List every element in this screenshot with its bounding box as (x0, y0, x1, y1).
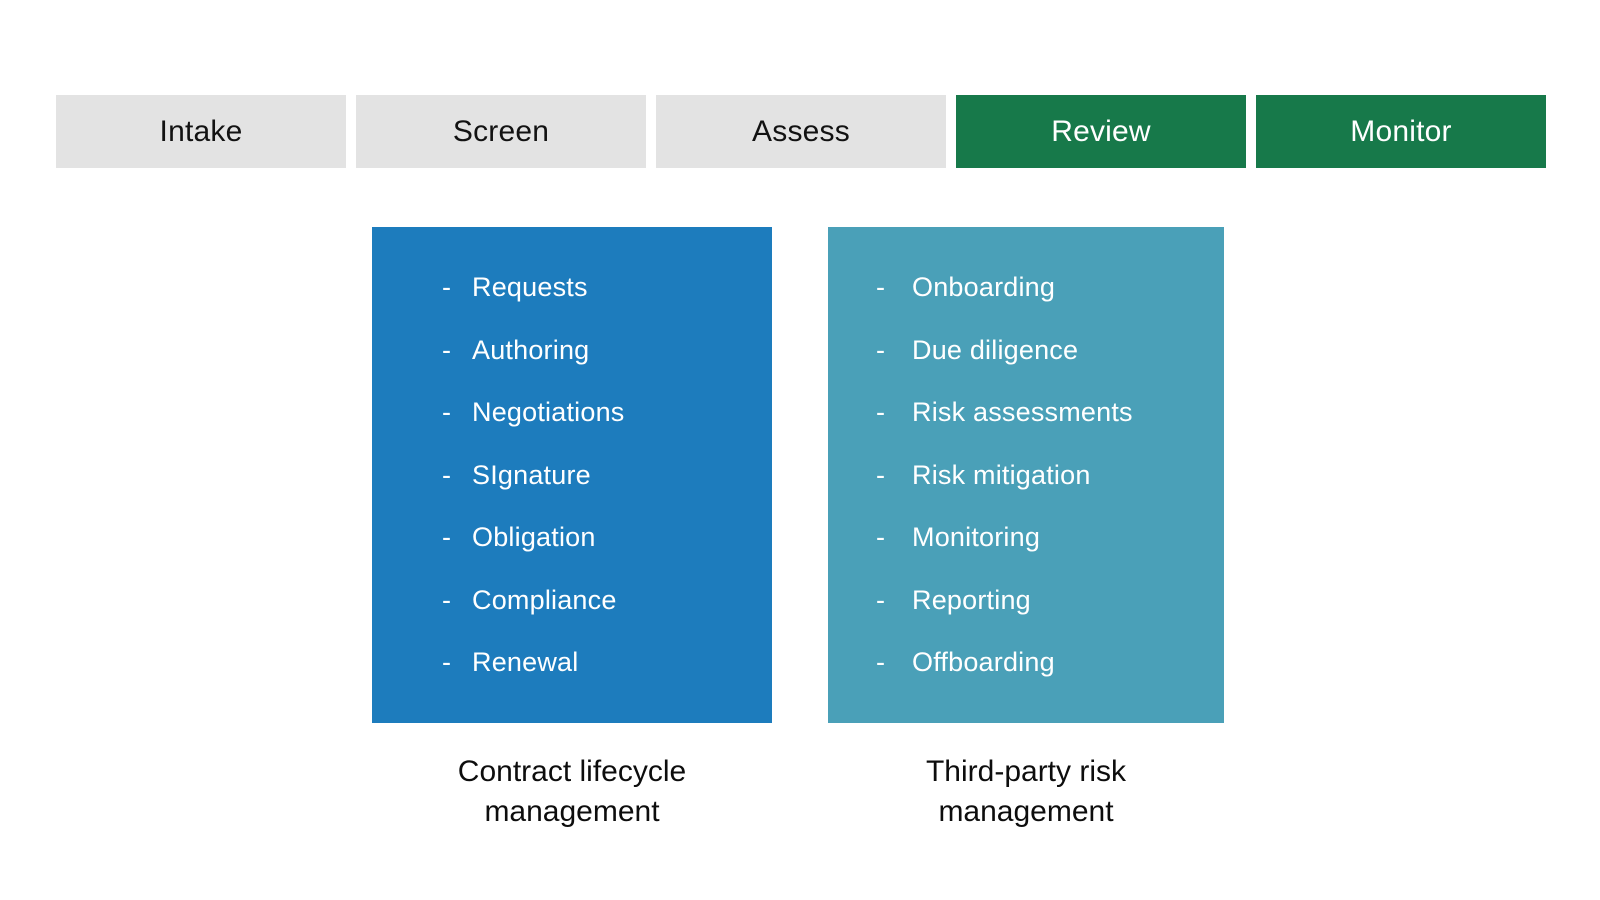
list-item-label: Authoring (472, 334, 590, 365)
dash-bullet: - (442, 397, 452, 427)
caption-line: Third-party risk (925, 755, 1127, 788)
list-item: - Authoring (442, 319, 772, 382)
dash-bullet: - (876, 334, 886, 365)
caption-line: Contract lifecycle (457, 755, 687, 788)
list-item: - Risk mitigation (876, 444, 1224, 507)
list-item-label: Obligation (472, 522, 596, 552)
list-item-label: Requests (472, 272, 588, 302)
caption-line: management (484, 795, 660, 828)
third-party-risk-list: - Onboarding - Due diligence - Risk asse… (828, 227, 1224, 723)
caption-third-party-risk: Third-party risk management (828, 752, 1224, 832)
list-item: - Due diligence (876, 319, 1224, 382)
list-item: - Onboarding (876, 256, 1224, 319)
dash-bullet: - (876, 397, 886, 427)
list-item-label: SIgnature (472, 459, 591, 490)
list-item: - Reporting (876, 569, 1224, 632)
stage-assess: Assess (656, 95, 946, 168)
dash-bullet: - (442, 334, 452, 365)
dash-bullet: - (876, 272, 886, 302)
caption-contract-lifecycle: Contract lifecycle management (372, 752, 772, 832)
dash-bullet: - (876, 647, 886, 677)
stage-review: Review (956, 95, 1246, 168)
list-item-label: Onboarding (912, 272, 1056, 302)
dash-bullet: - (442, 272, 452, 302)
list-item: - Requests (442, 256, 772, 319)
contract-lifecycle-list: - Requests - Authoring - Negotiations - … (372, 227, 772, 723)
dash-bullet: - (876, 522, 886, 552)
stage-row: Intake Screen Assess Review Monitor (56, 95, 1546, 168)
list-item-label: Risk mitigation (912, 459, 1091, 490)
stage-monitor: Monitor (1256, 95, 1546, 168)
dash-bullet: - (442, 647, 452, 677)
list-item: - Compliance (442, 569, 772, 632)
panel-contract-lifecycle: - Requests - Authoring - Negotiations - … (372, 227, 772, 723)
list-item-label: Due diligence (912, 334, 1079, 365)
list-item: - Negotiations (442, 381, 772, 444)
list-item-label: Monitoring (912, 522, 1041, 552)
dash-bullet: - (442, 459, 452, 490)
panel-third-party-risk: - Onboarding - Due diligence - Risk asse… (828, 227, 1224, 723)
dash-bullet: - (442, 522, 452, 552)
list-item-label: Compliance (472, 584, 617, 615)
list-item-label: Renewal (472, 647, 579, 677)
list-item-label: Offboarding (912, 647, 1055, 677)
dash-bullet: - (442, 584, 452, 615)
dash-bullet: - (876, 459, 886, 490)
list-item-label: Negotiations (472, 397, 625, 427)
stage-screen: Screen (356, 95, 646, 168)
list-item: - Obligation (442, 506, 772, 569)
list-item: - Risk assessments (876, 381, 1224, 444)
list-item: - Monitoring (876, 506, 1224, 569)
list-item-label: Risk assessments (912, 397, 1133, 427)
list-item-label: Reporting (912, 584, 1031, 615)
dash-bullet: - (876, 584, 886, 615)
list-item: - Renewal (442, 631, 772, 694)
stage-intake: Intake (56, 95, 346, 168)
list-item: - SIgnature (442, 444, 772, 507)
list-item: - Offboarding (876, 631, 1224, 694)
caption-line: management (938, 795, 1114, 828)
